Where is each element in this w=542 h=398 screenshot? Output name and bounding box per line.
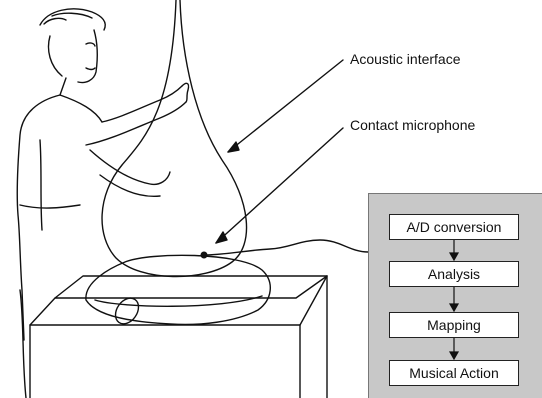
pipeline-arrowhead-3 bbox=[450, 352, 458, 359]
face-profile bbox=[78, 30, 97, 83]
upper-arm-bottom bbox=[86, 102, 186, 145]
torso-back bbox=[17, 95, 60, 340]
step-analysis: Analysis bbox=[389, 261, 519, 287]
neck bbox=[60, 78, 66, 95]
step-ad-conversion: A/D conversion bbox=[389, 214, 519, 240]
pipeline-arrowhead-2 bbox=[450, 304, 458, 311]
step-musical-action: Musical Action bbox=[389, 360, 519, 386]
microphone-cable bbox=[207, 240, 368, 255]
head-back bbox=[49, 36, 63, 76]
arrowhead-acoustic-interface bbox=[228, 142, 239, 152]
pedestal-right-top bbox=[300, 276, 327, 325]
interface-base bbox=[86, 255, 270, 328]
base-bowl bbox=[86, 255, 270, 324]
callout-acoustic-interface: Acoustic interface bbox=[350, 51, 461, 67]
signal-processing-panel: A/D conversion Analysis Mapping Musical … bbox=[368, 193, 542, 398]
pedestal-left-edge bbox=[30, 298, 55, 398]
base-hole bbox=[111, 294, 143, 328]
shoulder bbox=[60, 95, 102, 122]
hand bbox=[182, 83, 189, 102]
shirt-fold bbox=[40, 140, 42, 230]
arrow-acoustic-interface bbox=[228, 60, 343, 152]
callout-arrows bbox=[216, 60, 343, 243]
callout-contact-microphone: Contact microphone bbox=[350, 117, 475, 133]
shirt-hem bbox=[20, 205, 80, 208]
eye bbox=[86, 43, 95, 46]
mouth bbox=[86, 68, 95, 70]
hair-strand-2 bbox=[52, 13, 92, 18]
step-mapping: Mapping bbox=[389, 312, 519, 338]
pipeline-arrowhead-1 bbox=[450, 253, 458, 260]
pedestal bbox=[30, 276, 327, 398]
hair-strand bbox=[44, 18, 66, 24]
upper-arm-top bbox=[102, 86, 182, 122]
